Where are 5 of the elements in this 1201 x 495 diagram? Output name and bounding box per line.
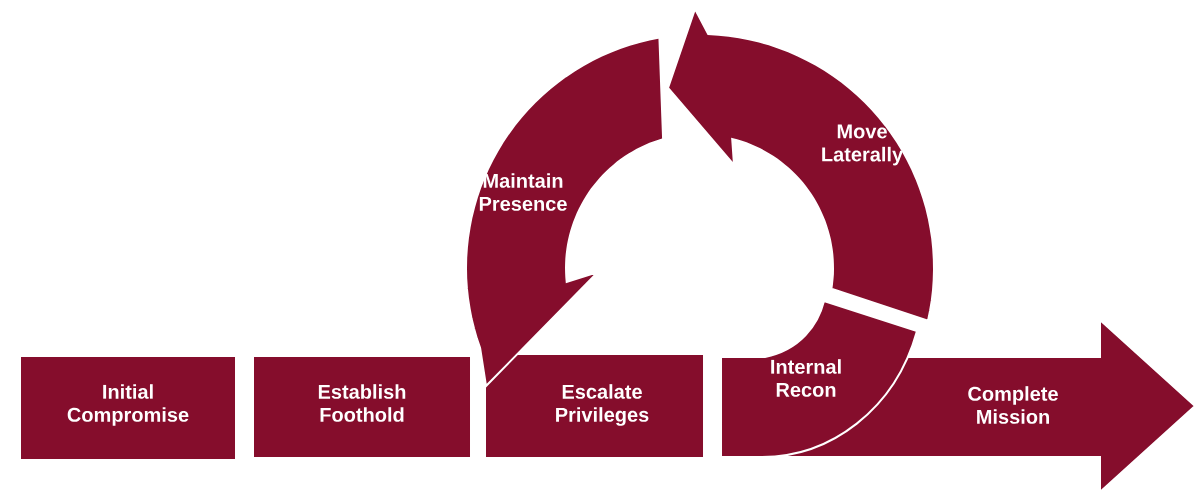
process-box: Escalate Privileges — [486, 355, 703, 457]
ring-segment: Internal Recon — [720, 300, 918, 458]
node-label: Complete Mission — [968, 386, 1058, 424]
process-box: Establish Foothold — [254, 357, 470, 457]
process-box: Initial Compromise — [21, 357, 235, 459]
